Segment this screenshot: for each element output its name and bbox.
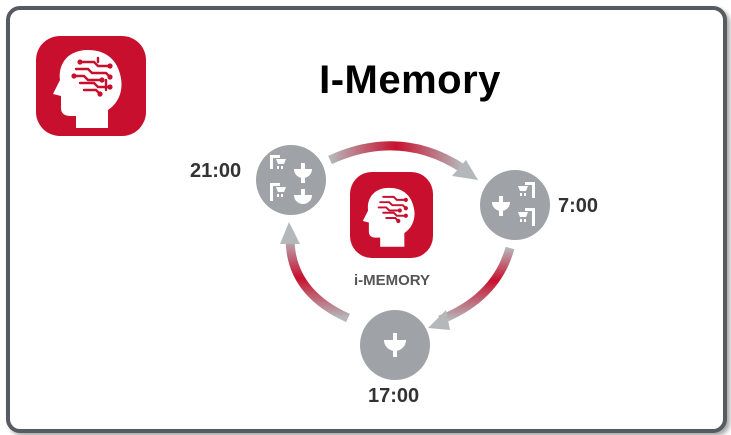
sink-icon — [294, 163, 312, 183]
shower-icon — [518, 208, 535, 226]
schedule-node-17 — [360, 310, 430, 380]
arrow-left-head — [280, 222, 300, 244]
brain-head-icon — [362, 187, 415, 247]
brain-head-icon — [53, 50, 122, 128]
arrow-left — [285, 237, 350, 323]
schedule-node-21 — [256, 145, 326, 215]
arrow-right — [438, 246, 515, 325]
arrow-right-head — [428, 310, 450, 330]
center-label: i-MEMORY — [353, 272, 431, 289]
page-title: I-Memory — [319, 58, 501, 102]
arrow-top — [328, 141, 465, 172]
sink-icon — [294, 189, 312, 204]
schedule-node-7 — [480, 170, 550, 240]
sink-icon — [492, 196, 510, 216]
i-memory-icon — [350, 172, 433, 258]
shower-icon — [270, 155, 286, 169]
app-logo-icon — [36, 36, 146, 136]
time-label-21: 21:00 — [190, 160, 242, 182]
shower-icon — [270, 183, 286, 201]
time-label-17: 17:00 — [368, 385, 420, 407]
sink-icon — [384, 333, 406, 357]
arrow-top-head — [452, 160, 478, 180]
time-label-7: 7:00 — [558, 195, 599, 217]
shower-icon — [518, 182, 535, 198]
